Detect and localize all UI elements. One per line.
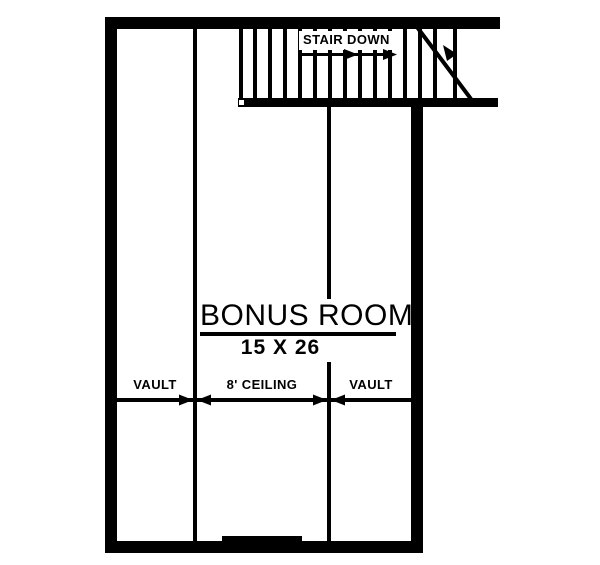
wall-bottom-notch (222, 536, 302, 542)
stair-tread (358, 29, 362, 98)
wall-top (105, 17, 500, 29)
wall-bottom (105, 541, 423, 553)
divider-line-right-upper (327, 107, 331, 299)
stair-tread (388, 29, 392, 98)
stair-tread (298, 29, 302, 98)
stair-tread (239, 29, 243, 98)
stair-tread (343, 29, 347, 98)
room-name-label: BONUS ROOM (200, 301, 413, 336)
stair-tread (313, 29, 317, 98)
stair-tread (253, 29, 257, 98)
ceiling-height-label: 8' CEILING (226, 377, 298, 392)
wall-right (411, 98, 423, 553)
stair-break-line (415, 25, 473, 101)
divider-line-right-lower (327, 362, 331, 541)
stair-tread (373, 29, 377, 98)
stair-landing-line (238, 98, 498, 107)
stair-tread (418, 29, 422, 98)
stair-tread (268, 29, 272, 98)
stair-tread (433, 29, 437, 98)
stair-landing-endcap (239, 100, 244, 105)
stair-tread (283, 29, 287, 98)
vault-label-left: VAULT (133, 377, 177, 392)
wall-left (105, 17, 117, 553)
divider-line-left (193, 29, 197, 541)
stair-tread (403, 29, 407, 98)
vault-label-right: VAULT (349, 377, 393, 392)
stair-down-label: STAIR DOWN (299, 31, 394, 50)
stair-tread (328, 29, 332, 98)
vault-arrow-line (117, 398, 411, 402)
room-dimensions-label: 15 X 26 (240, 336, 321, 359)
stair-tread (453, 29, 457, 98)
